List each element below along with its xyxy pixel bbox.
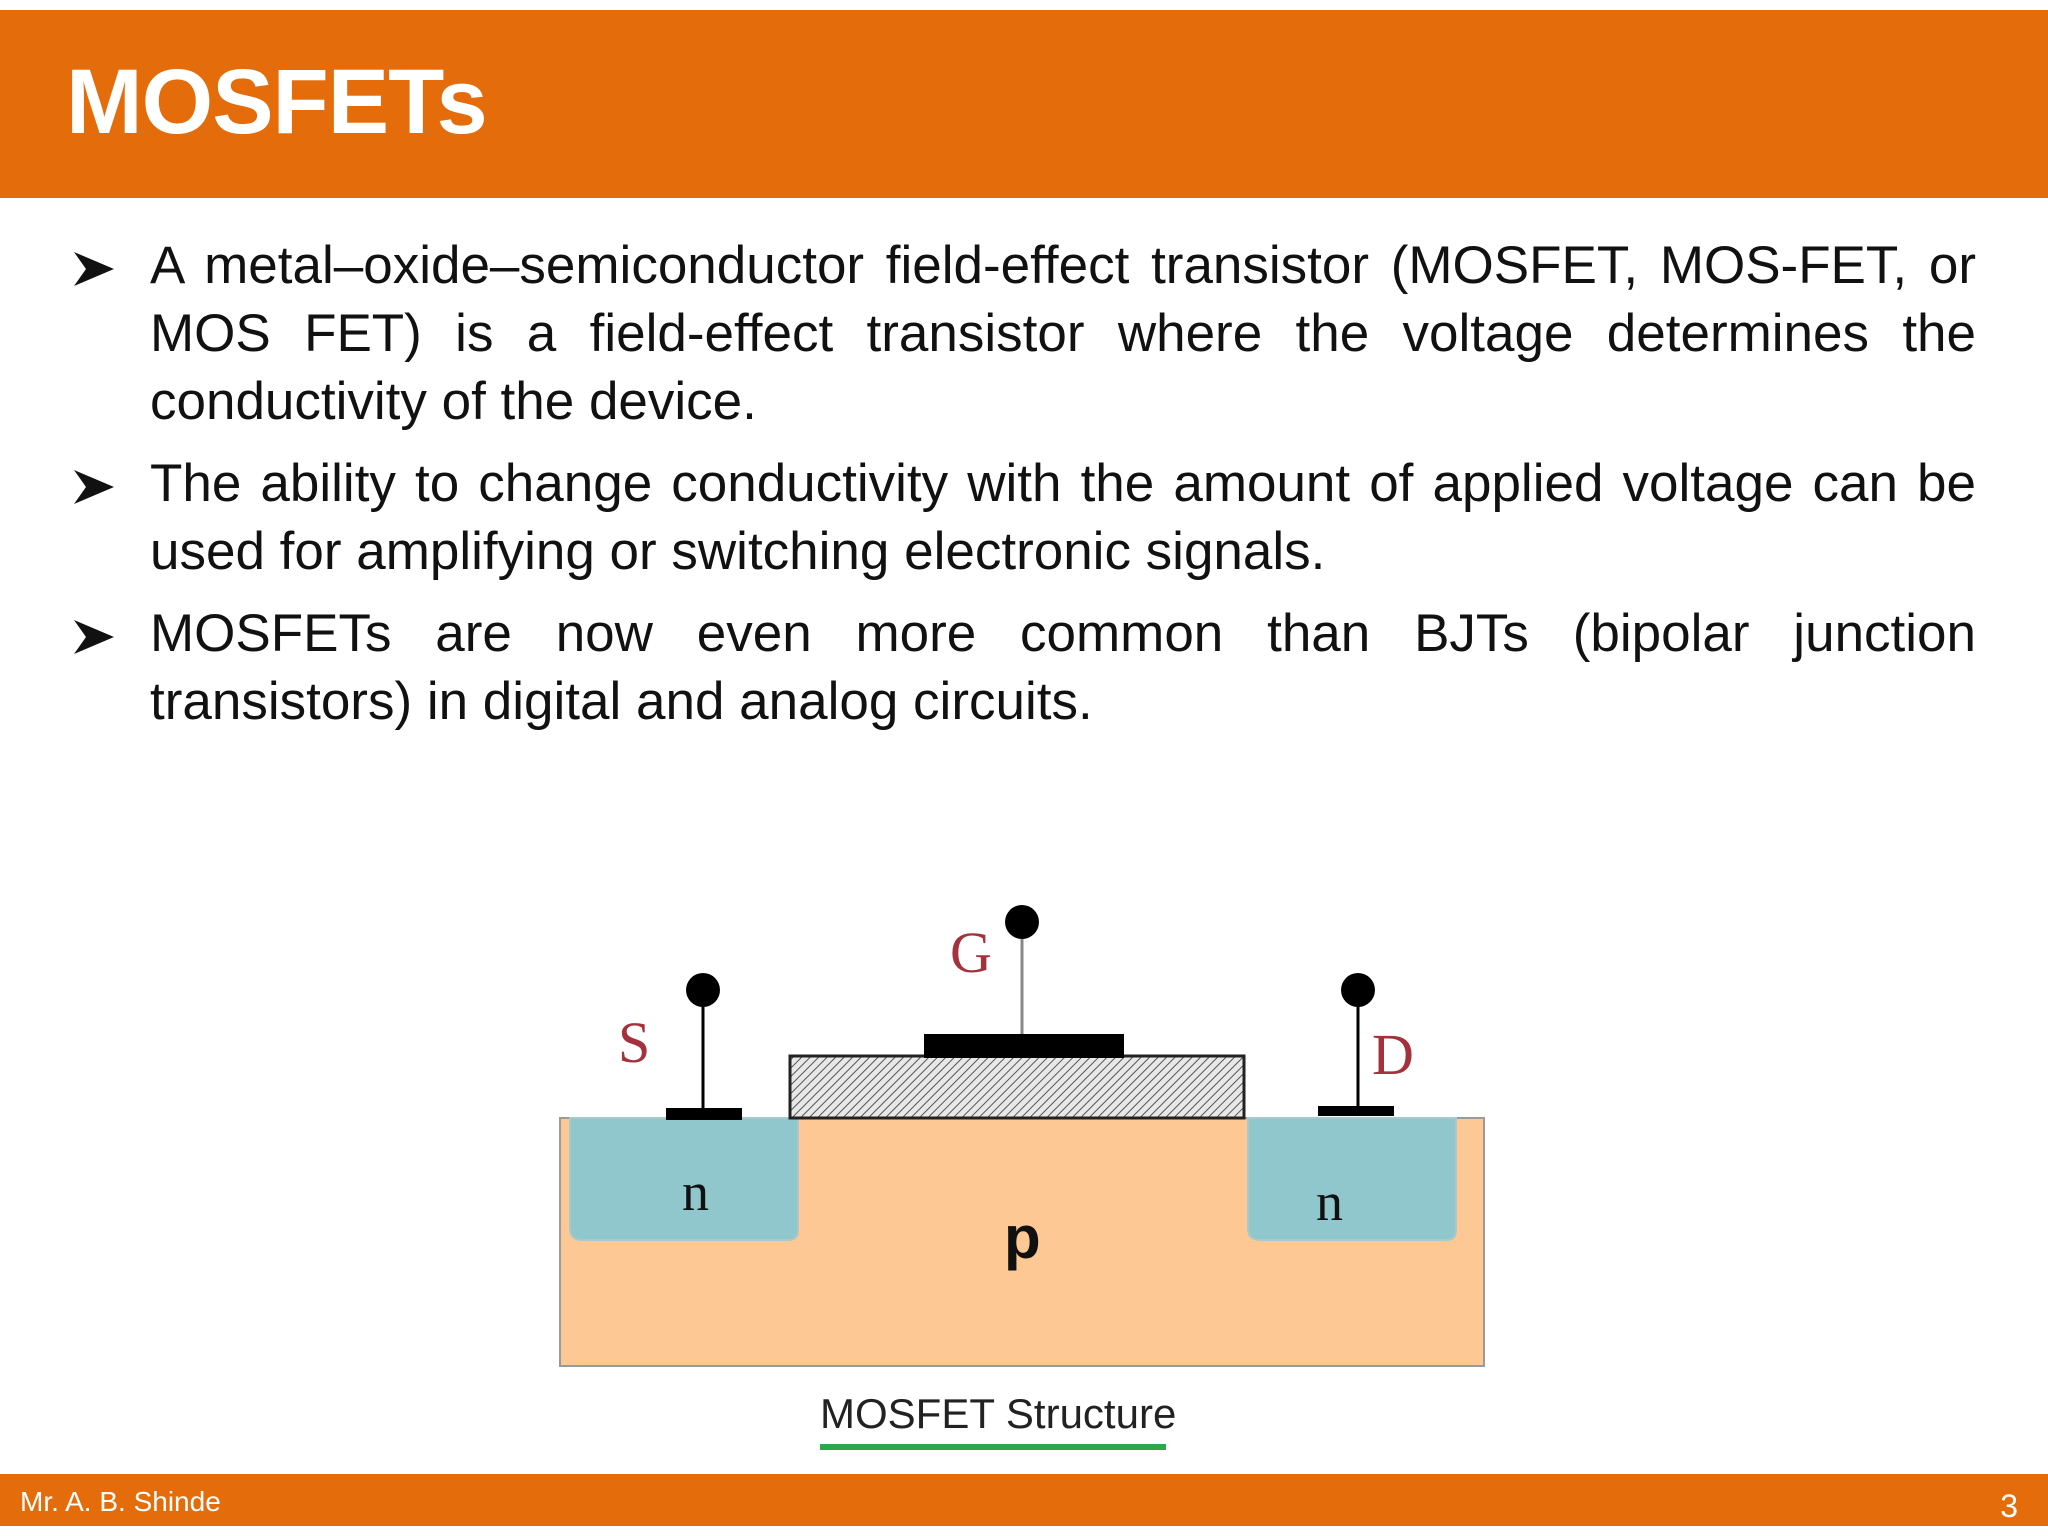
source-terminal-dot bbox=[686, 973, 720, 1007]
bullet-list: A metal–oxide–semiconductor field-effect… bbox=[70, 232, 1976, 750]
bullet-item: MOSFETs are now even more common than BJ… bbox=[70, 600, 1976, 736]
drain-terminal-dot bbox=[1341, 973, 1375, 1007]
gate-metal bbox=[924, 1034, 1124, 1058]
gate-terminal-dot bbox=[1005, 905, 1039, 939]
n-region-source bbox=[569, 1117, 799, 1241]
arrowhead-bullet-icon bbox=[74, 470, 114, 504]
n-region-drain bbox=[1247, 1117, 1457, 1241]
slide-title: MOSFETs bbox=[66, 51, 488, 153]
bullet-item: A metal–oxide–semiconductor field-effect… bbox=[70, 232, 1976, 436]
author-name: Mr. A. B. Shinde bbox=[20, 1486, 221, 1517]
bullet-item: The ability to change conductivity with … bbox=[70, 450, 1976, 586]
bullet-text: A metal–oxide–semiconductor field-effect… bbox=[150, 236, 1976, 431]
source-label: S bbox=[618, 1010, 650, 1075]
bullet-text: The ability to change conductivity with … bbox=[150, 454, 1976, 581]
arrowhead-bullet-icon bbox=[74, 620, 114, 654]
drain-contact bbox=[1318, 1106, 1394, 1116]
title-bar: MOSFETs bbox=[0, 10, 2048, 198]
arrowhead-bullet-icon bbox=[74, 252, 114, 286]
diagram-caption: MOSFET Structure bbox=[820, 1390, 1176, 1437]
caption-underline bbox=[820, 1444, 1166, 1450]
mosfet-structure-diagram: G S D n n p MOSFET Structure bbox=[520, 880, 1520, 1460]
n-region-drain-label: n bbox=[1316, 1172, 1343, 1232]
bullet-text: MOSFETs are now even more common than BJ… bbox=[150, 604, 1976, 731]
source-contact bbox=[666, 1108, 742, 1120]
gate-label: G bbox=[950, 920, 992, 985]
page-number: 3 bbox=[2000, 1488, 2018, 1524]
n-region-source-label: n bbox=[682, 1162, 709, 1222]
footer-bar: Mr. A. B. Shinde 3 bbox=[0, 1474, 2048, 1526]
drain-label: D bbox=[1372, 1022, 1414, 1087]
gate-oxide bbox=[788, 1054, 1246, 1120]
p-substrate-label: p bbox=[1004, 1204, 1041, 1271]
